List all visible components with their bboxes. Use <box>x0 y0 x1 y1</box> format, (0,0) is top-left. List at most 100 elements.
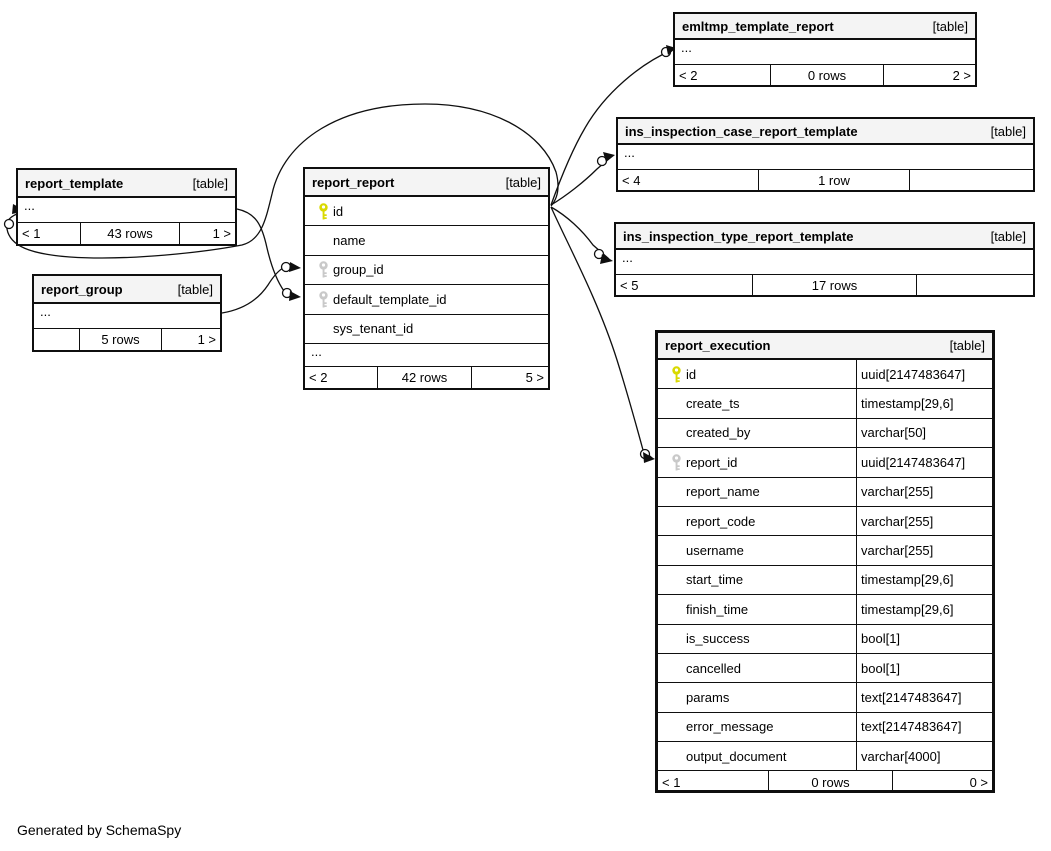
table-badge: [table] <box>949 338 985 353</box>
table-header-report-group[interactable]: report_group [table] <box>34 276 220 304</box>
column-row-created-by: created_by varchar[50] <box>658 418 992 449</box>
primary-key-icon <box>671 365 681 383</box>
footer-rowcount: 5 rows <box>79 329 162 350</box>
column-name: name <box>333 233 366 249</box>
footer-parents: < 1 <box>22 226 41 241</box>
column-name: error_message <box>686 719 774 735</box>
fk-circle-group-id <box>280 261 292 273</box>
footer-rowcount: 0 rows <box>768 771 893 794</box>
column-type: timestamp[29,6] <box>856 565 992 595</box>
primary-key-icon <box>318 202 328 220</box>
foreign-key-icon <box>318 291 328 308</box>
hidden-columns-row: ... <box>618 145 1033 170</box>
hidden-columns-row: ... <box>34 304 220 329</box>
column-type: text[2147483647] <box>856 712 992 742</box>
column-name: id <box>333 203 344 219</box>
footer-children <box>910 170 1033 190</box>
column-type: varchar[255] <box>856 536 992 565</box>
table-name: report_group <box>41 281 123 297</box>
edge-report-template-to-report-report-id <box>5 103 559 259</box>
table-footer: < 1 0 rows 0 > <box>658 771 992 794</box>
footer-rowcount: 1 row <box>758 170 910 190</box>
table-header-report-execution[interactable]: report_execution [table] <box>658 333 992 360</box>
hidden-columns-row: ... <box>675 40 975 65</box>
footer-rowcount: 17 rows <box>752 275 917 295</box>
table-ins-inspection-case-report-template: ins_inspection_case_report_template [tab… <box>616 117 1035 192</box>
fk-arrow-report-execution <box>643 452 655 463</box>
column-type: varchar[50] <box>856 418 992 448</box>
footer-children: 0 > <box>969 774 988 790</box>
table-badge: [table] <box>192 175 228 191</box>
column-type: bool[1] <box>856 624 992 653</box>
footer-rowcount: 0 rows <box>770 65 884 85</box>
table-footer: < 4 1 row <box>618 170 1033 190</box>
table-emltmp-template-report: emltmp_template_report [table] ... < 2 0… <box>673 12 977 87</box>
fk-arrow-ins-case <box>603 152 615 162</box>
footer-children: 1 > <box>197 332 216 347</box>
table-ins-inspection-type-report-template: ins_inspection_type_report_template [tab… <box>614 222 1035 297</box>
table-badge: [table] <box>177 281 213 297</box>
column-row-params: params text[2147483647] <box>658 683 992 713</box>
column-row-cancelled: cancelled bool[1] <box>658 653 992 684</box>
footer-parents: < 5 <box>620 277 639 293</box>
table-header-report-template[interactable]: report_template [table] <box>18 170 235 198</box>
table-header-emltmp-template-report[interactable]: emltmp_template_report [table] <box>675 14 975 40</box>
table-footer: < 5 17 rows <box>616 275 1033 295</box>
column-type: uuid[2147483647] <box>856 448 992 477</box>
column-row-group-id: group_id <box>305 256 548 286</box>
column-name: id <box>686 366 697 382</box>
table-badge: [table] <box>990 228 1026 244</box>
column-name: report_name <box>686 484 760 500</box>
table-header-ins-inspection-case-report-template[interactable]: ins_inspection_case_report_template [tab… <box>618 119 1033 145</box>
column-type: varchar[255] <box>856 477 992 506</box>
column-type: varchar[255] <box>856 506 992 536</box>
column-row-output-document: output_document varchar[4000] <box>658 742 992 772</box>
column-row-create-ts: create_ts timestamp[29,6] <box>658 389 992 419</box>
edge-emltmp-to-report-report-id <box>550 49 673 206</box>
table-footer: < 1 43 rows 1 > <box>18 223 235 244</box>
column-type: timestamp[29,6] <box>856 595 992 624</box>
table-badge: [table] <box>505 174 541 190</box>
fk-circle-report-template <box>3 218 15 230</box>
hidden-columns-row: ... <box>18 198 235 223</box>
table-header-ins-inspection-type-report-template[interactable]: ins_inspection_type_report_template [tab… <box>616 224 1033 250</box>
column-name: create_ts <box>686 396 740 412</box>
column-name: params <box>686 689 730 705</box>
footer-children <box>917 275 1033 295</box>
column-name: output_document <box>686 748 787 764</box>
column-name: start_time <box>686 572 744 588</box>
footer-rowcount: 43 rows <box>80 223 180 244</box>
column-name: report_id <box>686 454 738 470</box>
column-row-report-name: report_name varchar[255] <box>658 477 992 507</box>
fk-arrow-default-template-id <box>289 291 301 301</box>
footer-parents: < 4 <box>622 172 641 188</box>
column-name: sys_tenant_id <box>333 321 414 337</box>
edge-report-execution-to-report-report-id <box>550 206 653 459</box>
footer-parents <box>34 329 79 350</box>
column-row-id: id uuid[2147483647] <box>658 360 992 390</box>
table-header-report-report[interactable]: report_report [table] <box>305 169 548 197</box>
column-row-name: name <box>305 226 548 256</box>
table-name: ins_inspection_case_report_template <box>625 123 858 139</box>
foreign-key-icon <box>318 261 328 278</box>
column-name: default_template_id <box>333 291 447 307</box>
fk-circle-ins-type <box>593 248 605 260</box>
table-footer: < 2 0 rows 2 > <box>675 65 975 85</box>
table-badge: [table] <box>932 18 968 34</box>
table-name: report_template <box>25 175 124 191</box>
column-name: username <box>686 543 744 559</box>
fk-arrow-group-id <box>289 262 301 272</box>
column-row-id: id <box>305 197 548 227</box>
column-name: report_code <box>686 513 756 529</box>
hidden-columns-row: ... <box>305 344 548 367</box>
column-row-sys-tenant-id: sys_tenant_id <box>305 315 548 344</box>
column-name: created_by <box>686 425 751 441</box>
table-name: emltmp_template_report <box>682 18 834 34</box>
column-row-username: username varchar[255] <box>658 536 992 566</box>
column-type: varchar[4000] <box>856 742 992 771</box>
table-name: report_execution <box>665 338 771 353</box>
column-row-finish-time: finish_time timestamp[29,6] <box>658 595 992 625</box>
column-name: is_success <box>686 631 750 647</box>
column-name: finish_time <box>686 601 749 617</box>
